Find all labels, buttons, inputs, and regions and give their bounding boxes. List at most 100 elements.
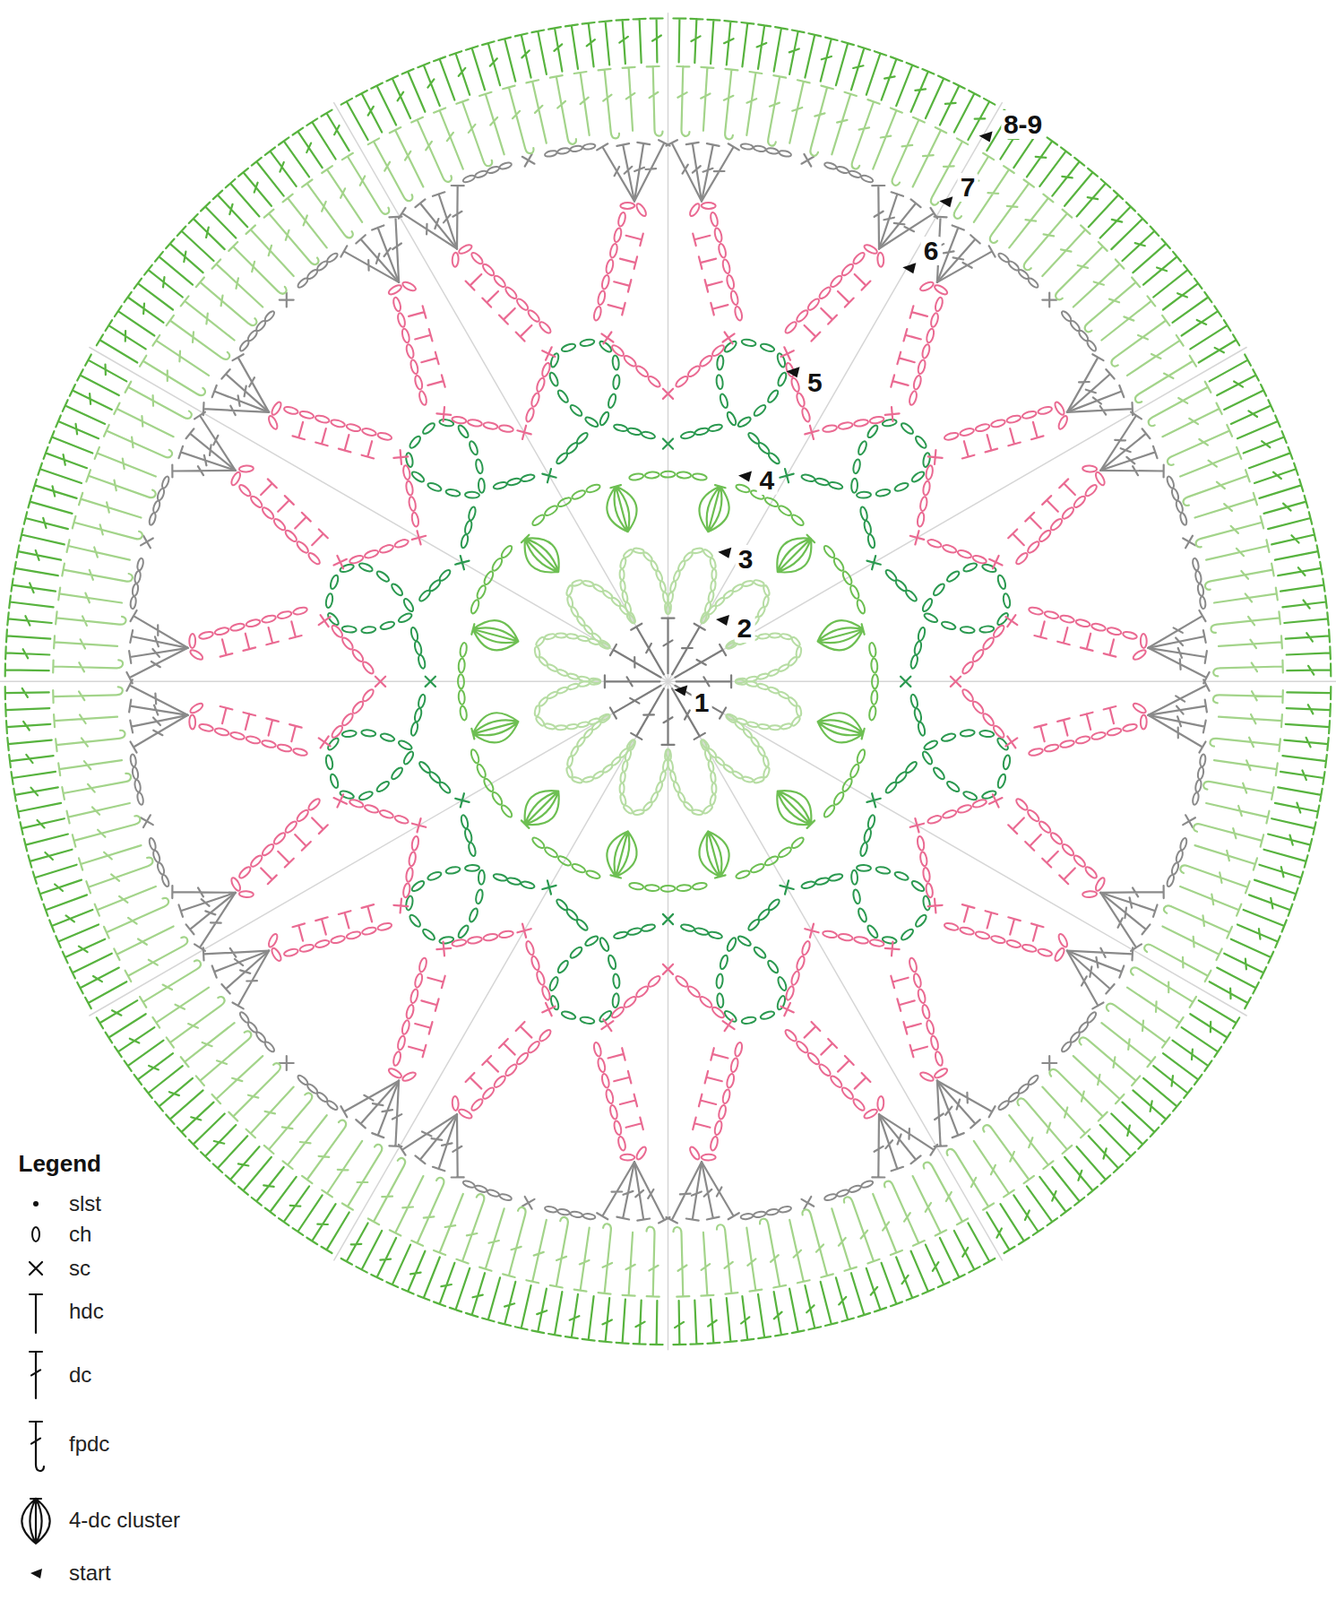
chain-symbol [363,803,380,815]
chain-symbol [870,689,879,705]
hdc-symbol [293,422,306,440]
chain-symbol [916,835,926,851]
chain-symbol [1059,613,1075,624]
sector-divider [668,103,1003,682]
chain-symbol [979,625,995,634]
chain-symbol [933,296,944,312]
fpdc-symbol [411,1177,444,1246]
sc-symbol [910,530,924,544]
chain-symbol [296,1073,310,1087]
hdc-symbol [837,291,854,308]
chain-symbol [822,930,838,940]
chain-symbol [389,766,405,781]
chain-symbol [780,722,793,730]
chain-symbol [1037,947,1053,957]
chain-symbol [908,389,919,406]
chain-symbol [912,374,923,390]
hdc-symbol [1025,512,1042,529]
hdc-symbol [1286,646,1331,659]
sc-symbol [601,1018,613,1031]
chain-symbol [677,791,687,803]
chain-symbol [620,771,627,784]
chain-symbol [974,422,991,433]
chain-symbol [284,528,299,544]
chain-symbol [725,641,738,650]
hdc-symbol [1282,754,1327,768]
chain-symbol [401,1069,417,1082]
chain-symbol [645,884,660,892]
chain-symbol [822,423,838,433]
dc-symbol [872,108,903,170]
chain-symbol [136,792,145,806]
chain-symbol [848,584,861,600]
dc-symbol [1067,950,1115,994]
dc-symbol [610,685,662,719]
sector-divider [668,680,1336,683]
chain-symbol [1197,766,1205,780]
chain-symbol [520,879,536,889]
chain-symbol [729,290,740,306]
chain-symbol [865,923,880,940]
chain-symbol [410,879,426,893]
hdc-symbol [608,1047,626,1061]
dc-symbol [820,37,838,82]
chain-symbol [801,473,817,483]
chain-symbol [133,778,141,793]
dc-symbol [532,1288,548,1333]
hdc-symbol [820,1281,838,1326]
chain-symbol [996,773,1008,789]
sc-symbol [455,555,469,569]
chain-symbol [1027,747,1043,758]
hdc-symbol [417,1257,440,1301]
fpdc-symbol [55,730,125,751]
fpdc-symbol [264,209,319,265]
hdc-symbol [114,305,155,336]
hdc-symbol [599,20,612,65]
chain-symbol [467,906,479,923]
dc-symbol [388,1080,402,1147]
chain-symbol [823,1192,837,1202]
chain-symbol [721,1088,732,1104]
hdc-symbol [1249,447,1293,468]
chain-symbol [680,922,696,932]
chain-symbol [859,506,869,522]
chain-symbol [1052,946,1066,962]
hdc-symbol [1181,1026,1223,1057]
chain-symbol [698,353,715,369]
chain-symbol [329,418,345,429]
chain-symbol [941,808,957,819]
dc-symbol [934,1080,948,1147]
round-1 [604,618,732,745]
dc-symbol [415,1113,458,1164]
sc-symbol [334,793,347,807]
dc-symbol [37,879,82,900]
chain-symbol [229,876,242,892]
dc-symbol [11,578,57,594]
hdc-symbol [294,512,311,529]
chain-symbol [958,925,974,936]
start-arrow [738,470,752,482]
chain-symbol [469,250,484,266]
chain-symbol [710,579,717,592]
dc-symbol [130,610,189,648]
sc-symbol [989,555,1002,569]
hdc-symbol [277,495,294,512]
dc-symbol [954,1230,981,1273]
chain-symbol [579,1015,595,1025]
chain-symbol [584,415,600,429]
chain-symbol [715,973,725,989]
hdc-symbol [836,41,854,86]
chain-symbol [421,927,437,942]
chain-symbol [713,1120,724,1136]
fpdc-symbol [55,611,126,626]
hdc-symbol [710,1047,728,1061]
dc-symbol [29,1351,43,1398]
dc-symbol [548,26,562,71]
dc-symbol [186,428,236,471]
chain-symbol [908,956,919,973]
chain-symbol [582,579,595,587]
chain-symbol [766,388,780,405]
dc-symbol [913,127,948,187]
chain-symbol [822,803,837,819]
